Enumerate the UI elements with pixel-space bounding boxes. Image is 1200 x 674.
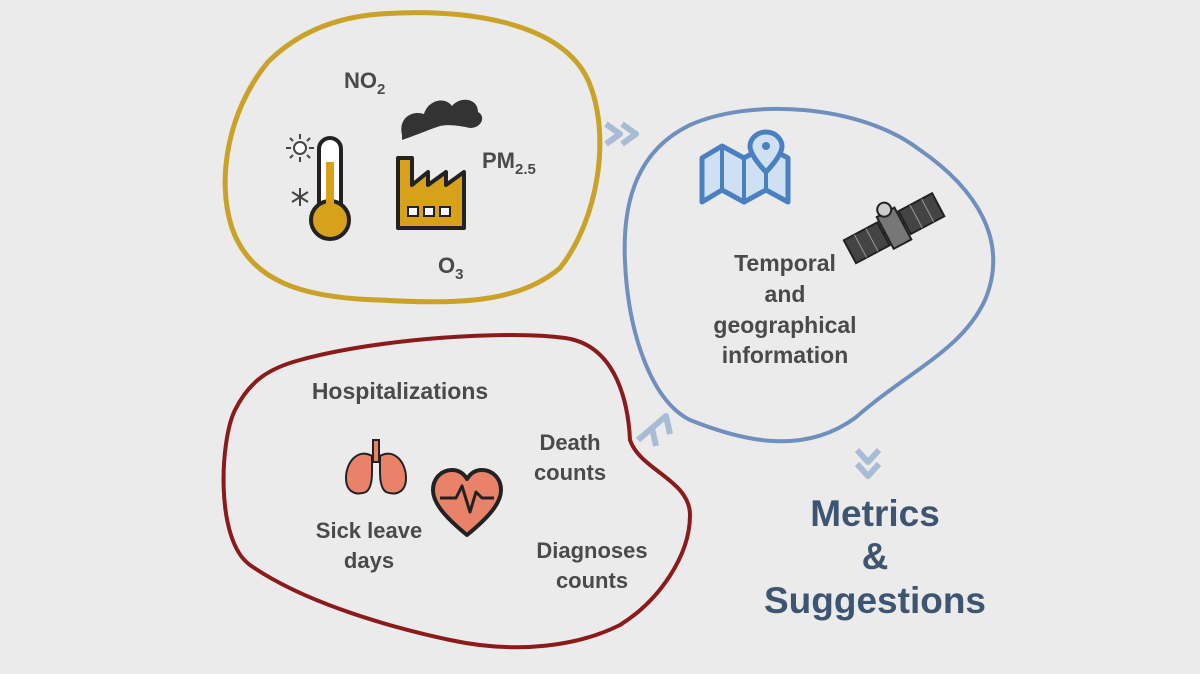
thermometer-icon xyxy=(309,136,351,241)
geo-text: Temporal and geographical information xyxy=(680,248,890,371)
diag-line-2: counts xyxy=(555,567,629,593)
death-line-1: Death xyxy=(539,430,601,455)
pm25-base: PM xyxy=(482,148,515,173)
no2-label: NO2 xyxy=(344,68,385,98)
pm25-subscript: 2.5 xyxy=(515,161,536,178)
smoke-icon xyxy=(401,99,483,140)
environment-outline xyxy=(222,10,603,305)
sick-line-1: Sick leave xyxy=(315,518,423,543)
heart-pulse-icon xyxy=(431,468,503,537)
chevron-double-icon xyxy=(854,447,882,479)
no2-base: NO xyxy=(344,68,377,93)
sick-line-2: days xyxy=(343,547,395,573)
diag-line-1: Diagnoses xyxy=(536,538,648,563)
o3-base: O xyxy=(438,253,456,278)
geo-line-2: and xyxy=(764,280,806,307)
chevron-double-icon xyxy=(636,413,673,447)
death-counts-label: Death counts xyxy=(520,428,620,487)
metrics-line-3: Suggestions xyxy=(763,579,987,621)
health-outline xyxy=(221,332,693,650)
pm25-label: PM2.5 xyxy=(482,148,536,178)
geo-outline xyxy=(622,106,996,444)
map-pin-icon xyxy=(699,129,791,205)
o3-subscript: 3 xyxy=(455,266,464,283)
lungs-icon xyxy=(344,439,408,495)
metrics-line-2: & xyxy=(861,536,889,578)
chevron-double-icon xyxy=(604,121,639,147)
metrics-line-1: Metrics xyxy=(810,493,940,534)
satellite-icon xyxy=(842,191,946,265)
metrics-suggestions-text: Metrics & Suggestions xyxy=(730,492,1020,622)
diagnoses-counts-label: Diagnoses counts xyxy=(512,536,672,595)
death-line-2: counts xyxy=(533,459,607,485)
hospitalizations-label: Hospitalizations xyxy=(311,378,489,404)
o3-label: O3 xyxy=(438,253,463,283)
snowflake-icon xyxy=(291,188,309,206)
geo-line-4: information xyxy=(721,342,849,369)
geo-line-1: Temporal xyxy=(734,250,836,276)
geo-line-3: geographical xyxy=(713,311,857,338)
sick-leave-label: Sick leave days xyxy=(294,516,444,575)
factory-icon xyxy=(396,156,466,230)
no2-subscript: 2 xyxy=(377,81,386,98)
sun-icon xyxy=(286,134,314,162)
